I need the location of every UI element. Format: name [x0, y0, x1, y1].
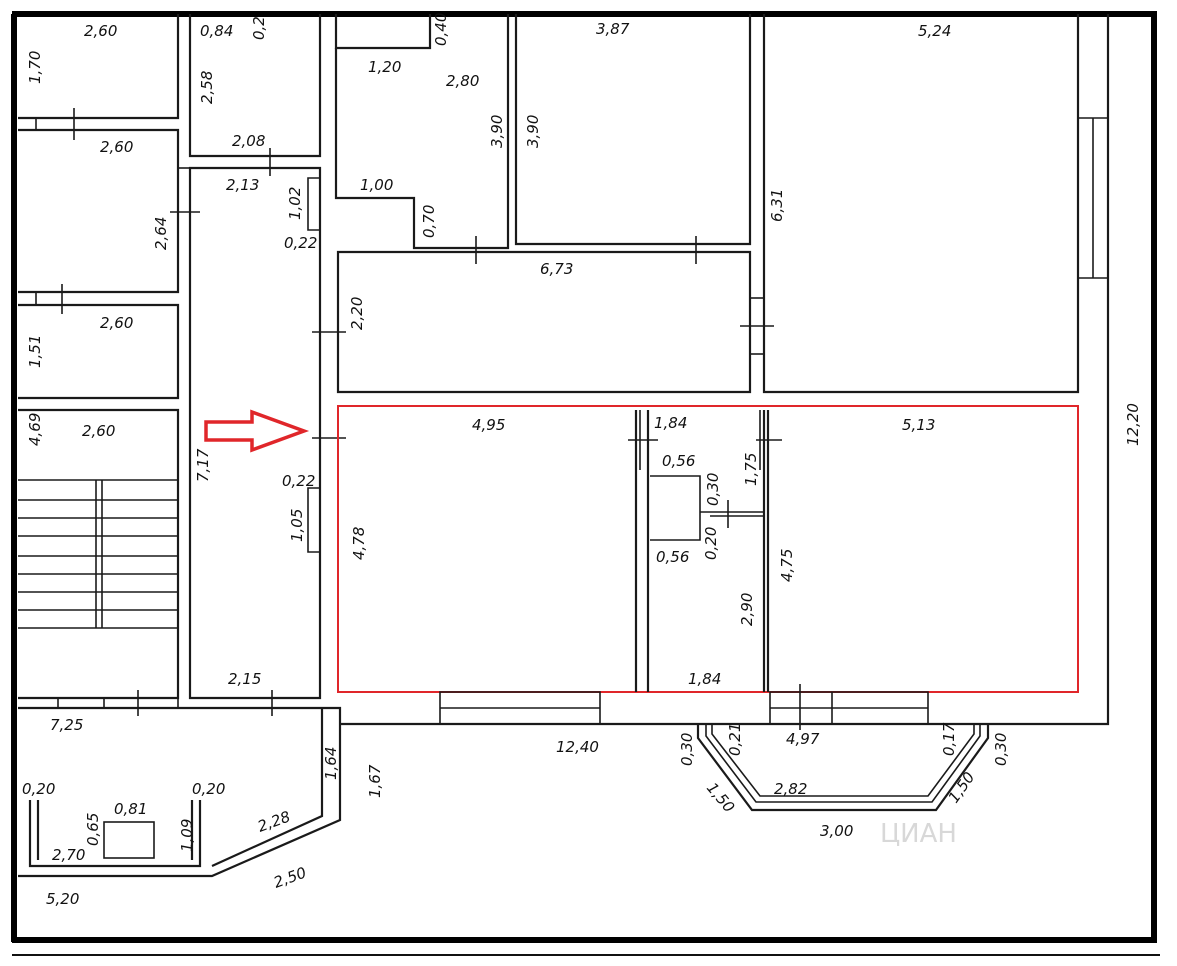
dim-label: 0,65 — [84, 813, 102, 846]
dim-label: 7,25 — [50, 716, 83, 734]
dim-label: 0,30 — [992, 733, 1010, 766]
dim-label: 5,13 — [902, 416, 935, 434]
dim-label: 0,21 — [726, 723, 744, 756]
dim-label: 1,05 — [288, 509, 306, 542]
dim-label: 0,20 — [192, 780, 225, 798]
dim-label: 0,56 — [656, 548, 689, 566]
dim-label: 2,60 — [82, 422, 115, 440]
dim-label: 0,2 — [250, 16, 268, 40]
dim-label: 0,81 — [114, 800, 147, 818]
dim-label: 2,15 — [228, 670, 261, 688]
dim-label: 1,67 — [366, 764, 384, 798]
dim-label: 3,90 — [524, 115, 542, 148]
dim-label: 6,31 — [768, 189, 786, 222]
dim-label: 1,64 — [322, 747, 340, 780]
dim-label: 0,20 — [22, 780, 55, 798]
dim-label: 4,69 — [26, 413, 44, 446]
dim-label: 2,80 — [446, 72, 479, 90]
dim-label: 0,56 — [662, 452, 695, 470]
dim-label: 2,70 — [52, 846, 85, 864]
dim-label: 1,20 — [368, 58, 401, 76]
dim-label: 12,40 — [556, 738, 599, 756]
dim-label: 1,75 — [742, 453, 760, 486]
walls-top-middle — [334, 14, 1109, 394]
dim-label: 1,09 — [178, 819, 196, 852]
dim-label: 0,20 — [702, 527, 720, 560]
dim-label: 5,20 — [46, 890, 79, 908]
dim-label: 1,02 — [286, 187, 304, 220]
dim-label: 2,60 — [100, 138, 133, 156]
walls-top-left — [18, 14, 346, 716]
dim-label: 1,51 — [26, 335, 44, 368]
dim-label: 3,00 — [820, 822, 853, 840]
balcony — [18, 690, 342, 878]
dim-label: 2,64 — [152, 217, 170, 250]
staircase — [18, 479, 178, 629]
dim-label: 2,90 — [738, 593, 756, 626]
watermark: ЦИАН — [880, 819, 957, 849]
dim-label: 0,40 — [432, 13, 450, 46]
dim-label: 6,73 — [540, 260, 573, 278]
dim-label: 1,50 — [945, 769, 979, 807]
dim-label: 3,90 — [488, 115, 506, 148]
walls-outer — [340, 14, 1110, 730]
dim-label: 0,22 — [282, 472, 315, 490]
dim-label: 4,97 — [786, 730, 820, 748]
dim-label: 2,58 — [198, 71, 216, 104]
dim-label: 2,20 — [348, 297, 366, 330]
dim-label: 0,70 — [420, 205, 438, 238]
highlighted-apartment — [337, 405, 1079, 693]
dim-label: 2,50 — [271, 863, 309, 891]
dim-label: 4,75 — [778, 549, 796, 582]
dim-label: 3,87 — [596, 20, 630, 38]
red-arrow-icon — [204, 409, 310, 453]
bay-window — [696, 724, 990, 812]
dim-label: 1,00 — [360, 176, 393, 194]
dim-label: 2,60 — [84, 22, 117, 40]
dim-label: 2,08 — [232, 132, 265, 150]
dim-label: 7,17 — [194, 448, 212, 482]
dim-label: 0,30 — [704, 473, 722, 506]
dim-label: 0,22 — [284, 234, 317, 252]
dim-label: 4,78 — [350, 527, 368, 560]
dim-label: 1,70 — [26, 51, 44, 84]
dim-label: 1,84 — [688, 670, 721, 688]
dim-label: 0,17 — [940, 722, 958, 756]
dim-label: 2,60 — [100, 314, 133, 332]
dim-label: 5,24 — [918, 22, 951, 40]
dim-label: 0,84 — [200, 22, 233, 40]
dim-label: 2,13 — [226, 176, 259, 194]
dim-label: 0,30 — [678, 733, 696, 766]
outer-frame — [11, 11, 1160, 956]
dimension-labels: 2,60 0,84 0,2 0,40 3,87 5,24 1,70 2,58 1… — [22, 13, 1142, 908]
dim-label: 4,95 — [472, 416, 505, 434]
dim-label: 12,20 — [1124, 403, 1142, 446]
dim-label: 1,84 — [654, 414, 687, 432]
dim-label: 2,82 — [774, 780, 807, 798]
